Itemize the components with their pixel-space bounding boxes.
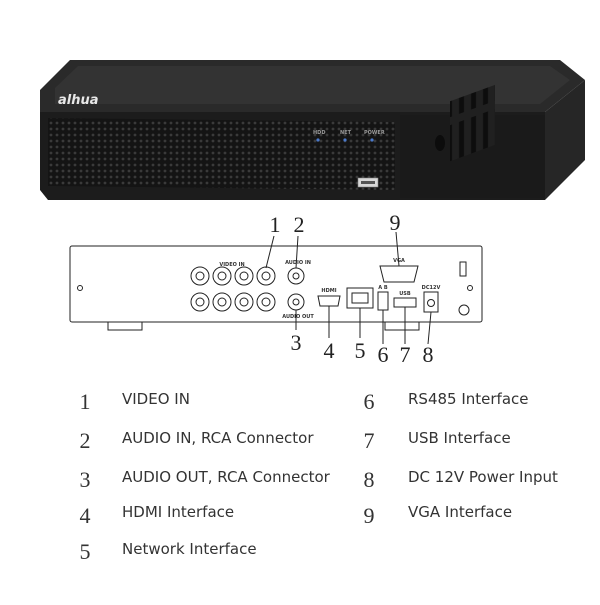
bnc-port [234, 266, 254, 286]
bnc-port [212, 292, 232, 312]
hdmi-port [317, 295, 341, 307]
callout-7: 7 [400, 342, 411, 367]
callout-numbers: 1 2 3 4 5 6 7 8 9 [270, 210, 434, 367]
audio-in-rca [287, 267, 305, 285]
usb-port-label: USB [399, 291, 411, 297]
dvr-front-view: alhua HDD NET POWER [40, 60, 585, 200]
indicator-power-led [370, 138, 374, 142]
front-right-panel [400, 115, 545, 198]
front-grille [48, 118, 395, 190]
indicator-net-label: NET [340, 130, 352, 136]
dc-power-jack [423, 291, 439, 313]
ground-terminal [458, 304, 470, 316]
bnc-port-inner [239, 271, 249, 281]
brand-logo: alhua [58, 93, 99, 108]
callout-2: 2 [294, 212, 305, 237]
dvr-rear-panel [69, 245, 483, 331]
bnc-port-inner [217, 271, 227, 281]
callout-4: 4 [324, 338, 335, 363]
callout-line-9 [395, 231, 400, 267]
callout-8: 8 [423, 342, 434, 367]
bnc-port [234, 292, 254, 312]
network-port [346, 287, 374, 309]
rear-usb-port [393, 297, 417, 308]
bnc-port [212, 266, 232, 286]
bnc-port-inner [195, 271, 205, 281]
callout-6: 6 [378, 342, 389, 367]
dc-power-jack-inner [427, 299, 435, 307]
callout-5: 5 [355, 338, 366, 363]
bnc-port-inner [195, 297, 205, 307]
bnc-port [190, 292, 210, 312]
side-screw [435, 135, 445, 151]
audio-out-port-label: AUDIO OUT [282, 314, 314, 320]
audio-out-rca [287, 293, 305, 311]
rear-port-labels: VIDEO IN AUDIO IN AUDIO OUT HDMI VGA A B… [219, 258, 440, 320]
hdmi-port-label: HDMI [321, 288, 336, 294]
power-port-label: DC12V [422, 285, 441, 291]
video-in-bnc-group [190, 266, 276, 312]
indicator-hdd-led [316, 138, 320, 142]
bnc-port [190, 266, 210, 286]
dvr-top-highlight [55, 66, 570, 104]
callout-1: 1 [270, 212, 281, 237]
rear-screw-left [77, 285, 83, 291]
callout-lines [265, 231, 432, 345]
bnc-port-inner [261, 297, 271, 307]
audio-in-port-label: AUDIO IN [285, 260, 311, 266]
vga-port [379, 265, 419, 283]
rear-screw-right [467, 285, 473, 291]
indicator-hdd-label: HDD [313, 130, 326, 136]
rear-foot-right [384, 321, 420, 331]
rear-slot [459, 261, 467, 277]
callout-3: 3 [291, 330, 302, 355]
rs485-port-label: A B [378, 285, 388, 291]
rs485-terminal [377, 291, 389, 311]
callout-9: 9 [390, 210, 401, 235]
front-usb-slot [361, 181, 375, 184]
indicator-net-led [343, 138, 347, 142]
video-in-port-label: VIDEO IN [219, 262, 244, 268]
bnc-port-inner [261, 271, 271, 281]
callout-line-2 [295, 235, 299, 269]
audio-out-rca-inner [292, 298, 300, 306]
callout-line-8 [427, 311, 432, 345]
bnc-port-inner [217, 297, 227, 307]
vga-port-label: VGA [393, 258, 405, 264]
bnc-port [256, 266, 276, 286]
audio-in-rca-inner [292, 272, 300, 280]
network-port-inner [351, 292, 369, 304]
dvr-side-panel [545, 80, 585, 200]
callout-line-1 [265, 235, 275, 269]
rear-panel-outline [69, 245, 483, 323]
bnc-port [256, 292, 276, 312]
bnc-port-inner [239, 297, 249, 307]
indicator-power-label: POWER [364, 130, 385, 136]
rear-foot-left [107, 321, 143, 331]
side-vents [450, 84, 495, 162]
